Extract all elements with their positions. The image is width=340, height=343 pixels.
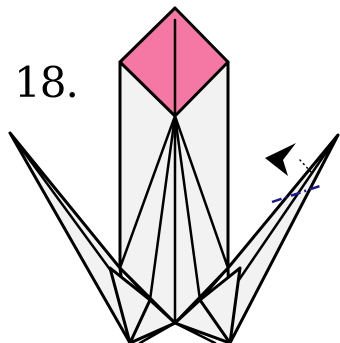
black-arrowhead-icon — [265, 143, 296, 176]
right-wing-crease — [232, 135, 338, 290]
left-wing-crease — [10, 133, 125, 290]
left-wing-shape — [10, 133, 130, 343]
left-wing — [10, 133, 130, 343]
